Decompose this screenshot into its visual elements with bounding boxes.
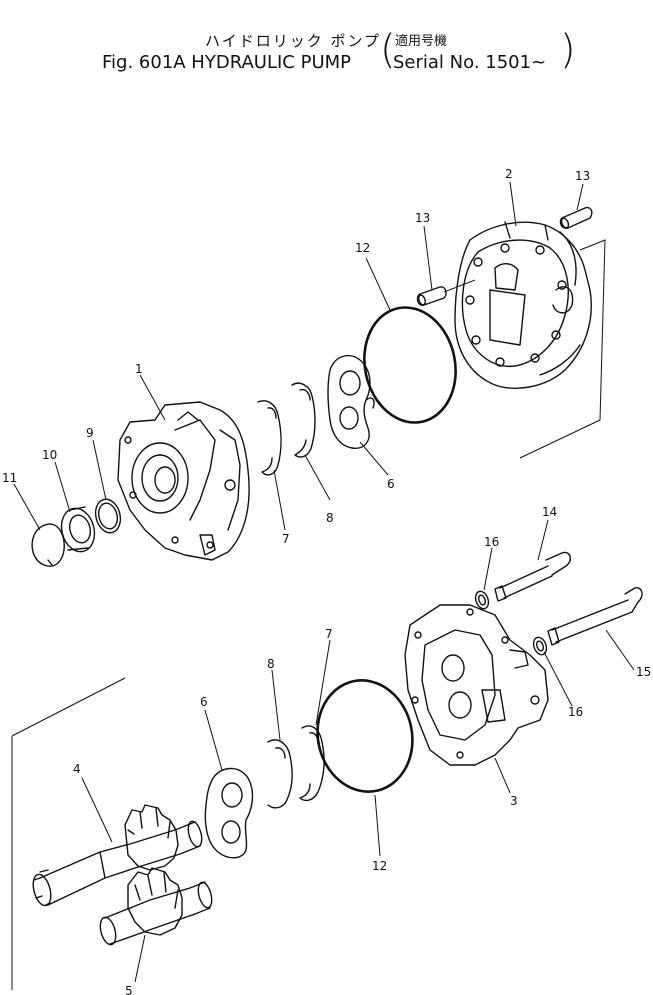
part-1-front-body bbox=[117, 401, 250, 561]
callout-3: 3 bbox=[510, 794, 518, 808]
part-15-bolt bbox=[547, 587, 643, 646]
part-7-seal-lower bbox=[299, 725, 325, 802]
callout-13-left: 13 bbox=[415, 211, 430, 225]
part-14-bolt bbox=[494, 551, 572, 602]
part-7-seal-upper bbox=[257, 400, 282, 476]
callout-7-upper: 7 bbox=[282, 532, 290, 546]
callout-labels: 1 2 3 4 5 6 6 7 7 8 8 9 10 11 12 12 13 1… bbox=[2, 167, 651, 995]
callout-1: 1 bbox=[135, 362, 143, 376]
part-11-snap-ring bbox=[31, 523, 65, 567]
callout-12-upper: 12 bbox=[355, 241, 370, 255]
figure-title: Fig. 601A HYDRAULIC PUMP bbox=[102, 52, 352, 73]
callout-8-upper: 8 bbox=[326, 511, 334, 525]
part-2-rear-cover bbox=[454, 221, 592, 389]
callout-7-lower: 7 bbox=[325, 627, 333, 641]
callout-16-upper: 16 bbox=[484, 535, 499, 549]
part-8-backup-ring-upper bbox=[291, 382, 316, 458]
callout-5: 5 bbox=[125, 984, 133, 995]
part-10-bearing bbox=[60, 506, 96, 553]
part-3-rear-body bbox=[404, 604, 549, 766]
leader-lines-lower bbox=[11, 519, 635, 990]
serial-range: Serial No. 1501~ bbox=[393, 52, 547, 73]
part-5-driven-gear bbox=[99, 867, 213, 946]
callout-2: 2 bbox=[505, 167, 513, 181]
part-8-backup-ring-lower bbox=[267, 739, 293, 809]
part-13-dowel-pins bbox=[416, 206, 593, 306]
title-japanese: ハイドロリック ポンプ bbox=[205, 32, 382, 50]
callout-10: 10 bbox=[42, 448, 57, 462]
part-12-o-ring-lower bbox=[316, 679, 414, 793]
callout-4: 4 bbox=[73, 762, 81, 776]
callout-12-lower: 12 bbox=[372, 859, 387, 873]
callout-15: 15 bbox=[636, 665, 651, 679]
callout-6-lower: 6 bbox=[200, 695, 208, 709]
close-paren: ) bbox=[560, 27, 576, 73]
part-6-wear-plate-upper bbox=[327, 354, 375, 449]
part-4-drive-gear-shaft bbox=[32, 804, 203, 907]
callout-11: 11 bbox=[2, 471, 17, 485]
callout-14: 14 bbox=[542, 505, 557, 519]
part-12-o-ring-upper bbox=[363, 306, 457, 424]
callout-6-upper: 6 bbox=[387, 477, 395, 491]
applicable-label-japanese: 適用号機 bbox=[395, 34, 448, 49]
callout-9: 9 bbox=[86, 426, 94, 440]
part-9-o-ring bbox=[94, 498, 122, 534]
leader-lines-upper bbox=[13, 181, 606, 531]
callout-8-lower: 8 bbox=[267, 657, 275, 671]
part-16-washers bbox=[474, 590, 548, 656]
callout-16-lower: 16 bbox=[568, 705, 583, 719]
part-6-wear-plate-lower bbox=[204, 767, 254, 859]
open-paren: ( bbox=[380, 27, 396, 73]
callout-13-right: 13 bbox=[575, 169, 590, 183]
